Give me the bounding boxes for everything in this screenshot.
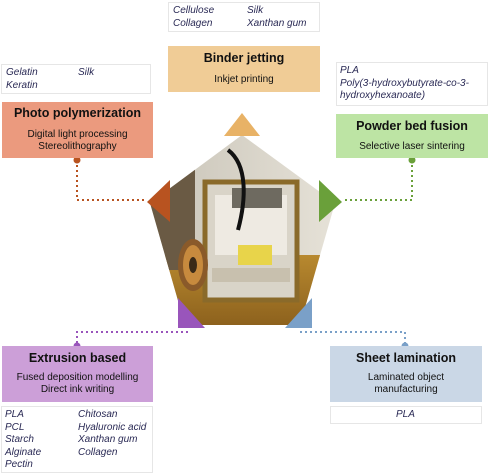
powder-bed-fusion-card: Powder bed fusion Selective laser sinter… xyxy=(336,114,488,158)
photo-polymerization-method: Stereolithography xyxy=(38,141,117,152)
photo-connector xyxy=(76,160,147,201)
powder-bed-fusion-title: Powder bed fusion xyxy=(356,119,468,133)
sheet-lamination-title: Sheet lamination xyxy=(355,351,457,365)
photo-polymerization-title: Photo polymerization xyxy=(13,106,142,120)
powder-bed-fusion-marker xyxy=(319,180,342,222)
material: Xanthan gum xyxy=(247,17,307,29)
material: Hyaluronic acid xyxy=(78,421,147,433)
extrusion-marker xyxy=(178,298,205,328)
material: Collagen xyxy=(173,17,213,29)
extrusion-based-materials: PLA PCL Starch Alginate Pectin Chitosan … xyxy=(1,406,153,473)
material: Silk xyxy=(247,5,264,16)
sheet-lamination-marker xyxy=(285,298,312,328)
material: Collagen xyxy=(78,446,118,458)
photo-polymerization-marker xyxy=(147,180,170,222)
material: Keratin xyxy=(6,79,38,91)
material: PLA xyxy=(340,65,359,76)
extrusion-connector xyxy=(76,331,188,346)
extrusion-based-title: Extrusion based xyxy=(28,351,127,365)
sheet-lamination-method: Laminated object xyxy=(367,372,445,383)
binder-jetting-card: Binder jetting Inkjet printing xyxy=(168,46,320,92)
material: Gelatin xyxy=(6,67,38,78)
photo-polymerization-materials: Gelatin Keratin Silk xyxy=(1,64,151,94)
sheet-connector xyxy=(300,331,406,346)
sheet-lamination-materials: PLA xyxy=(330,406,482,424)
printer-photo xyxy=(150,135,335,325)
binder-jetting-title: Binder jetting xyxy=(203,51,285,65)
powder-bed-fusion-materials: PLA Poly(3-hydroxybutyrate-co-3- hydroxy… xyxy=(336,62,488,106)
extrusion-based-card: Extrusion based Fused deposition modelli… xyxy=(2,346,153,402)
sheet-lamination-method: manufacturing xyxy=(374,384,438,395)
binder-jetting-method: Inkjet printing xyxy=(214,74,274,85)
powder-bed-fusion-method: Selective laser sintering xyxy=(359,141,465,152)
material: Poly(3-hydroxybutyrate-co-3- xyxy=(340,77,469,89)
extrusion-method: Fused deposition modelling xyxy=(16,372,139,383)
sheet-lamination-card: Sheet lamination Laminated object manufa… xyxy=(330,346,482,402)
material: Cellulose xyxy=(173,5,215,16)
binder-jetting-materials: Cellulose Collagen Silk Xanthan gum xyxy=(168,2,320,32)
material: PCL xyxy=(5,421,25,433)
material: Pectin xyxy=(5,459,33,470)
material: PLA xyxy=(396,409,415,420)
material: Chitosan xyxy=(78,409,118,420)
material: Starch xyxy=(5,434,34,445)
binder-jetting-marker xyxy=(224,113,260,136)
material: Xanthan gum xyxy=(78,434,138,445)
powder-connector xyxy=(342,160,413,201)
material: hydroxyhexanoate) xyxy=(340,90,426,101)
photo-polymerization-card: Photo polymerization Digital light proce… xyxy=(2,102,153,158)
photo-polymerization-method: Digital light processing xyxy=(27,129,128,140)
material: Silk xyxy=(78,67,95,78)
extrusion-method: Direct ink writing xyxy=(40,384,115,395)
material: PLA xyxy=(5,409,24,420)
material: Alginate xyxy=(5,446,42,458)
